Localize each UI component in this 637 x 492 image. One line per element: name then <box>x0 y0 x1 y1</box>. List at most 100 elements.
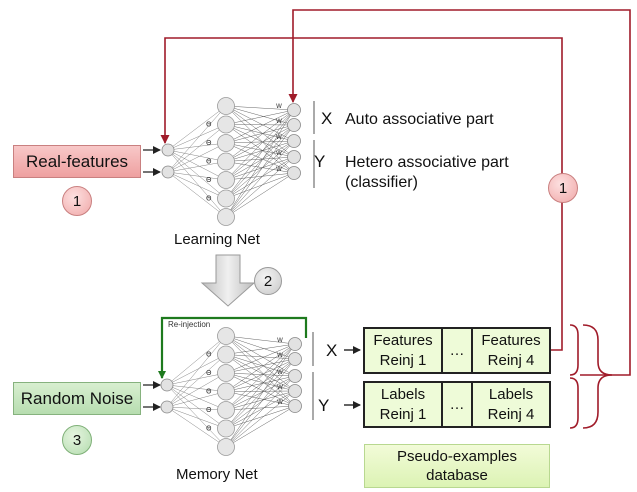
memory-net-edge <box>225 390 296 429</box>
memory-net-edge <box>225 354 296 377</box>
memory-net-edge <box>166 335 227 386</box>
features-reinj1-line2: Reinj 1 <box>379 351 427 369</box>
memory-net-edge <box>166 391 227 408</box>
learning-net-edge <box>225 140 295 144</box>
memory-net-edge <box>166 384 227 429</box>
memory-net-theta-label: Θ <box>206 388 212 396</box>
learning-net-edge <box>225 140 295 199</box>
features-ellipsis-cell: … <box>441 327 473 374</box>
learning-y-desc-line2: (classifier) <box>345 174 418 191</box>
labels-ellipsis: … <box>449 395 465 413</box>
learning-x-desc: Auto associative part <box>345 111 494 128</box>
reinjection-loop <box>158 316 308 379</box>
learning-net-output-node <box>287 118 301 132</box>
reinjection-label: Re-injection <box>168 320 211 329</box>
learning-net-edge <box>167 149 227 162</box>
learning-net-edge <box>225 105 295 158</box>
labels-reinj4-line2: Reinj 4 <box>487 405 535 423</box>
memory-net-hidden-node <box>217 345 235 364</box>
memory-net-edge <box>166 384 227 392</box>
labels-reinj1-cell: Labels Reinj 1 <box>363 381 443 428</box>
db-bracket-bottom <box>569 377 579 429</box>
memory-net-output-node <box>288 384 302 398</box>
learning-net-hidden-node <box>217 189 235 208</box>
learning-net-edge <box>167 124 227 173</box>
learning-net-output-node <box>287 134 301 148</box>
memory-net-edge <box>225 358 296 392</box>
db-bracket-top <box>569 324 579 376</box>
memory-net-edge <box>166 372 227 408</box>
memory-net-edge <box>225 343 296 392</box>
learning-x-label: X <box>321 109 333 128</box>
features-reinj1-line1: Features <box>373 332 433 349</box>
memory-net-hidden-node <box>217 438 235 456</box>
memory-net-edge <box>225 390 296 411</box>
memory-net-output-node <box>288 352 302 366</box>
memory-net-edge <box>225 354 296 407</box>
labels-reinj4-cell: Labels Reinj 4 <box>471 381 551 428</box>
learning-net-edge <box>225 124 295 162</box>
learning-net-weight-label: W <box>276 166 282 173</box>
memory-net-edge <box>225 405 296 411</box>
memory-net-edge <box>166 384 227 411</box>
memory-net-hidden-node <box>217 327 235 345</box>
learning-y-desc-line1: Hetero associative part <box>345 154 509 171</box>
learning-net-edge <box>225 142 295 158</box>
memory-net-edge <box>166 372 227 386</box>
learning-net-theta-label: Θ <box>206 158 212 166</box>
memory-net-edge <box>225 375 296 411</box>
learning-net-edge <box>225 156 295 199</box>
db-brace <box>582 324 613 429</box>
memory-net-edge <box>166 406 227 411</box>
step-3-badge: 3 <box>62 425 92 455</box>
memory-net-edge <box>225 375 296 429</box>
transfer-arrow <box>200 254 256 307</box>
learning-net-edge <box>225 124 295 144</box>
learning-net-weight-label: W <box>276 118 282 125</box>
step-1-right-number: 1 <box>558 179 568 197</box>
memory-net-edge <box>166 354 227 408</box>
learning-net-edge <box>167 171 227 218</box>
memory-net-edge <box>166 335 227 408</box>
learning-net-output-node <box>287 166 301 180</box>
learning-net-edge <box>167 149 227 181</box>
step-1-badge-left: 1 <box>62 186 92 216</box>
database-title-line1: Pseudo-examples <box>396 447 518 465</box>
memory-net-edge <box>225 335 296 345</box>
learning-net-input-node <box>161 165 175 179</box>
memory-net-edge <box>166 354 227 386</box>
memory-net-edge <box>225 343 296 429</box>
learning-net-edge <box>225 124 295 181</box>
memory-net-edge <box>225 375 296 392</box>
labels-reinj4-line1: Labels <box>488 386 534 403</box>
learning-net-edge <box>167 171 227 181</box>
learning-net-edge <box>225 109 295 162</box>
memory-net-input-node <box>160 400 174 414</box>
memory-net-weight-label: W <box>277 399 283 406</box>
learning-net-edge <box>167 149 227 199</box>
memory-net-edge <box>225 390 296 448</box>
learning-net-weight-label: W <box>276 103 282 110</box>
memory-net-caption: Memory Net <box>176 466 258 483</box>
memory-net-edge <box>225 358 296 448</box>
learning-net-theta-label: Θ <box>206 139 212 147</box>
memory-net-weight-label: W <box>277 384 283 391</box>
memory-net-theta-label: Θ <box>206 369 212 377</box>
learning-net-input-node <box>161 143 175 157</box>
memory-net-edges <box>166 335 296 448</box>
learning-net-edge <box>225 109 295 144</box>
memory-net-weight-label: W <box>277 369 283 376</box>
memory-net-edge <box>225 335 296 360</box>
learning-net-edge <box>225 156 295 181</box>
learning-y-label: Y <box>314 152 326 171</box>
learning-net-edge <box>225 140 295 162</box>
learning-net-caption: Learning Net <box>174 231 260 248</box>
learning-net-edge <box>225 105 295 111</box>
memory-net-edge <box>225 372 296 407</box>
learning-net-theta-label: Θ <box>206 121 212 129</box>
learning-net-edge <box>225 172 295 199</box>
memory-net-edge <box>225 405 296 429</box>
